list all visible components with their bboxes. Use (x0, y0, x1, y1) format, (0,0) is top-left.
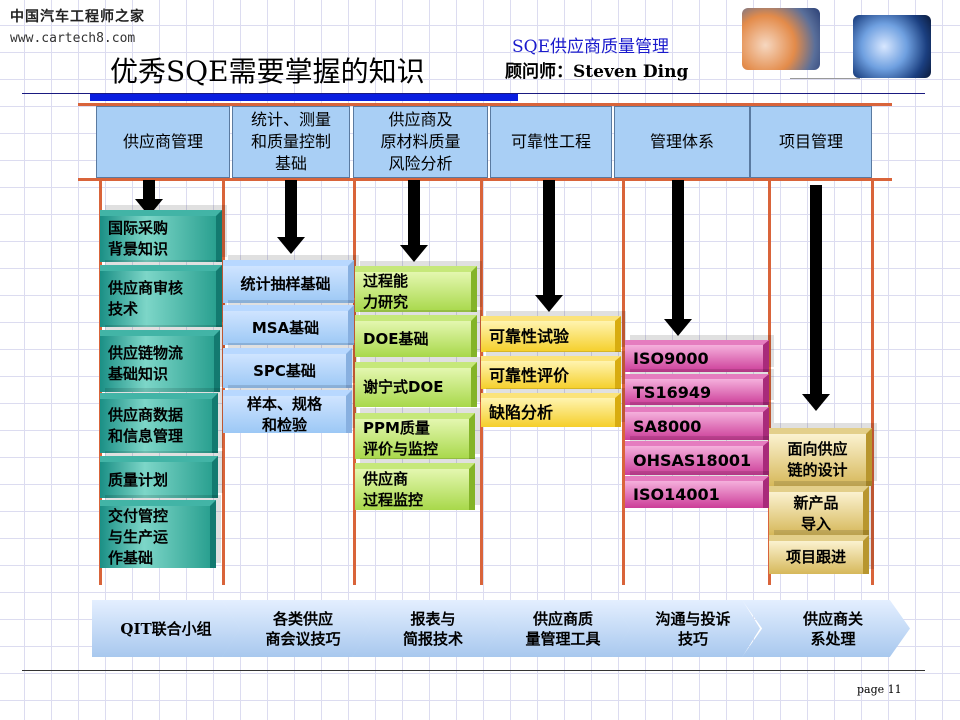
knowledge-item: 质量计划 (100, 456, 218, 498)
logo-name: 中国汽车工程师之家 (10, 9, 145, 25)
logo-url: www.cartech8.com (10, 31, 136, 46)
flow-step: QIT联合小组 (92, 600, 240, 657)
column-header: 项目管理 (750, 106, 872, 178)
flow-step: 沟通与投诉 技巧 (612, 600, 760, 657)
flow-step: 供应商质 量管理工具 (482, 600, 630, 657)
column-header: 统计、测量 和质量控制 基础 (232, 106, 350, 178)
arrow-down-icon (400, 180, 428, 262)
arrow-down-icon (277, 180, 305, 254)
subtitle: SQE供应商质量管理 (512, 37, 669, 57)
arrow-down-icon (135, 180, 163, 216)
gauge-image (742, 8, 820, 70)
knowledge-item: SA8000 (625, 407, 769, 440)
knowledge-item: MSA基础 (223, 305, 354, 345)
arrow-down-icon (802, 185, 830, 411)
knowledge-item: PPM质量 评价与监控 (355, 413, 475, 459)
knowledge-item: 国际采购 背景知识 (100, 210, 222, 262)
knowledge-item: 可靠性评价 (481, 356, 621, 389)
knowledge-item: 交付管控 与生产运 作基础 (100, 500, 216, 568)
knowledge-item: OHSAS18001 (625, 441, 769, 475)
knowledge-item: 新产品 导入 (769, 486, 869, 535)
header-divider (22, 93, 925, 94)
knowledge-item: 过程能 力研究 (355, 266, 477, 312)
knowledge-item: 缺陷分析 (481, 393, 621, 427)
knowledge-item: 供应链物流 基础知识 (100, 330, 220, 392)
accent-bar (90, 94, 518, 101)
arrow-down-icon (664, 180, 692, 336)
flow-step: 报表与 简报技术 (352, 600, 500, 657)
knowledge-item: 可靠性试验 (481, 316, 621, 352)
consultant: 顾问师：Steven Ding (505, 62, 689, 82)
knowledge-item: TS16949 (625, 374, 769, 405)
knowledge-item: 样本、规格 和检验 (223, 390, 352, 434)
knowledge-item: 供应商数据 和信息管理 (100, 393, 218, 453)
column-divider (768, 180, 771, 585)
bottom-rail (78, 178, 892, 181)
column-header: 管理体系 (614, 106, 750, 178)
column-divider (871, 180, 874, 585)
top-rail (78, 103, 892, 106)
knowledge-item: ISO9000 (625, 340, 769, 372)
page-number: page 11 (857, 683, 902, 696)
knowledge-item: SPC基础 (223, 348, 352, 388)
knowledge-item: 统计抽样基础 (223, 260, 354, 303)
knowledge-item: 供应商 过程监控 (355, 463, 475, 510)
column-divider (353, 180, 356, 585)
column-header: 供应商管理 (96, 106, 230, 178)
flow-step: 各类供应 商会议技巧 (222, 600, 370, 657)
knowledge-item: 项目跟进 (769, 535, 869, 574)
knowledge-item: 供应商审核 技术 (100, 265, 222, 327)
footer-divider (22, 670, 925, 671)
arrow-down-icon (535, 180, 563, 312)
gear-image (853, 15, 931, 78)
column-header: 供应商及 原材料质量 风险分析 (353, 106, 488, 178)
knowledge-item: ISO14001 (625, 476, 769, 508)
page-title: 优秀SQE需要掌握的知识 (110, 55, 425, 88)
column-divider (622, 180, 625, 585)
column-header: 可靠性工程 (490, 106, 612, 178)
knowledge-item: 面向供应 链的设计 (769, 428, 872, 486)
knowledge-item: 谢宁式DOE (355, 362, 477, 407)
knowledge-item: DOE基础 (355, 315, 477, 357)
flow-step: 供应商关 系处理 (742, 600, 910, 657)
